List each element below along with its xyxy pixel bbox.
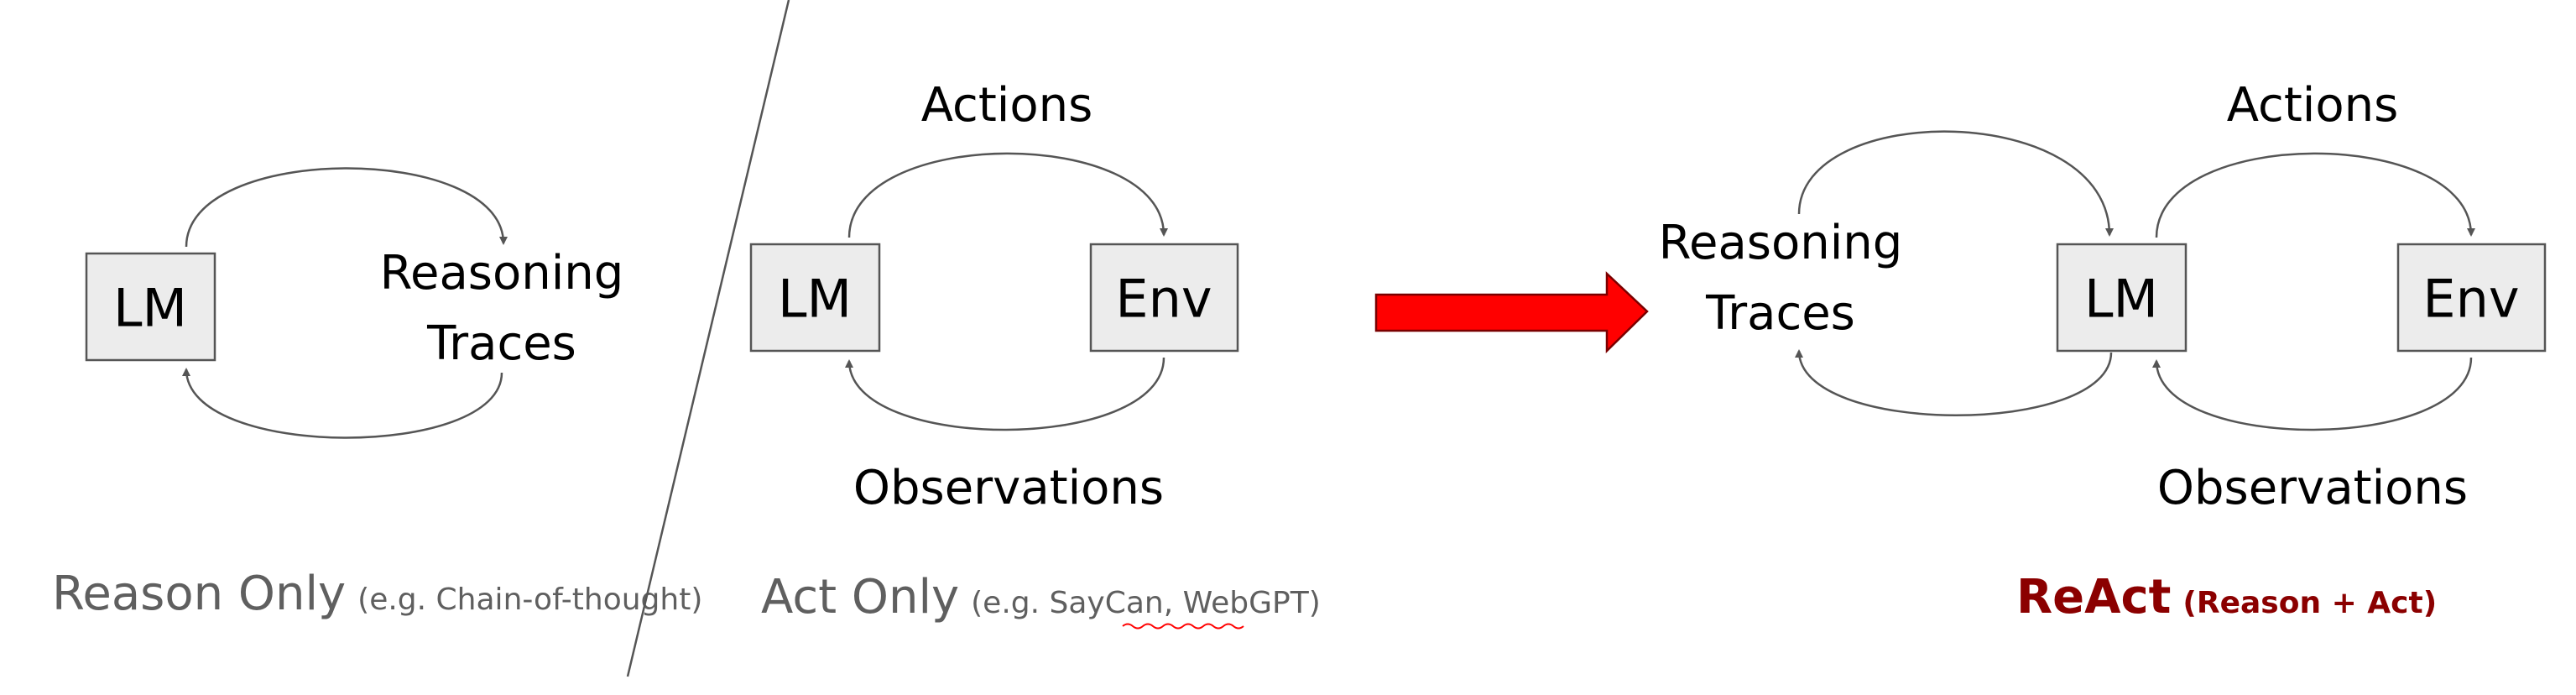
env-box-label: Env	[1115, 269, 1212, 330]
env-box	[2396, 243, 2547, 353]
reasoning-traces-label-line1: Reasoning	[380, 246, 624, 300]
lm-box-label: LM	[113, 278, 187, 339]
transition-arrow	[1374, 271, 1649, 353]
lm-box-label: LM	[778, 269, 852, 330]
lm-box-label: LM	[2084, 269, 2158, 330]
reason-only-caption-sub: (e.g. Chain-of-thought)	[357, 583, 702, 617]
lm-to-traces-arrow	[1795, 349, 2113, 416]
env-box-label: Env	[2422, 269, 2519, 330]
act-only-panel: Actions LM Env Observations Act Only (e.g…	[749, 78, 1321, 630]
lm-to-traces-arrow	[185, 167, 508, 248]
actions-label: Actions	[921, 78, 1093, 133]
act-only-caption-sub-pre: (e.g. SayCan,	[971, 586, 1183, 620]
reason-only-panel: LM Reasoning Traces Reason Only (e.g. Cha…	[52, 167, 702, 621]
reasoning-traces-label-line2: Traces	[426, 316, 576, 371]
reasoning-traces-label-line2: Traces	[1705, 286, 1855, 341]
lm-box	[85, 252, 216, 362]
act-only-caption-main: Act Only	[761, 570, 959, 624]
traces-to-lm-arrow	[182, 368, 503, 439]
env-to-lm-arrow	[845, 357, 1165, 431]
reason-only-caption-main: Reason Only	[52, 567, 346, 621]
lm-to-env-arrow	[847, 152, 1168, 238]
reasoning-traces-label-line1: Reasoning	[1659, 216, 1903, 270]
panel-divider	[626, 0, 790, 677]
webgpt-link[interactable]: WebGPT	[1183, 586, 1310, 620]
observations-label: Observations	[2157, 461, 2468, 515]
env-box	[1089, 243, 1239, 353]
act-only-caption-sub-post: )	[1309, 586, 1321, 620]
env-to-lm-arrow	[2152, 357, 2473, 431]
spellcheck-underline	[1122, 623, 1244, 630]
lm-box	[749, 243, 881, 353]
act-only-caption: Act Only (e.g. SayCan, WebGPT)	[761, 570, 1321, 624]
traces-to-lm-arrow	[1797, 130, 2114, 237]
react-caption: ReAct (Reason + Act)	[2016, 570, 2437, 624]
react-panel: Reasoning Traces Actions LM Env Observat…	[1659, 78, 2547, 624]
lm-box	[2056, 243, 2188, 353]
observations-label: Observations	[853, 461, 1164, 515]
lm-to-env-arrow	[2155, 152, 2475, 238]
reason-only-caption: Reason Only (e.g. Chain-of-thought)	[52, 567, 702, 621]
react-caption-sub: (Reason + Act)	[2182, 586, 2437, 620]
actions-label: Actions	[2227, 78, 2399, 133]
react-caption-main: ReAct	[2016, 570, 2171, 624]
